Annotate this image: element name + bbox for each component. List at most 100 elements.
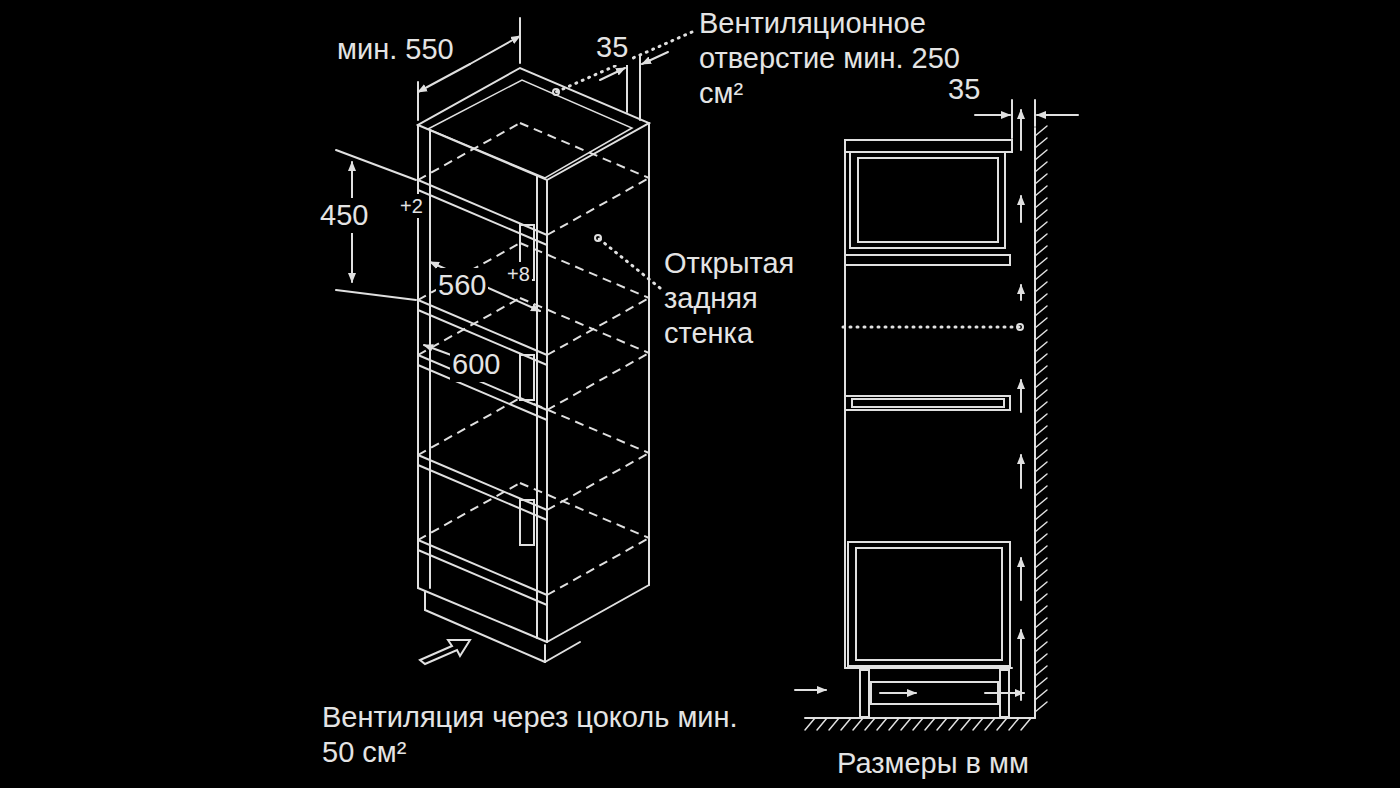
shelf — [845, 255, 1010, 265]
airflow-line — [1020, 662, 1022, 700]
shelf-edge — [418, 465, 547, 520]
wall-hatch — [1035, 630, 1047, 640]
wall-hatch — [1035, 702, 1047, 712]
tolerance-label: +2 — [398, 194, 425, 218]
airflow-arrow — [985, 692, 1024, 694]
wall-hatch — [1035, 126, 1047, 136]
wall-hatch — [1035, 138, 1047, 148]
wall-hatch — [1035, 402, 1047, 412]
floor-hatch — [865, 718, 875, 730]
wall-hatch — [1035, 498, 1047, 508]
plinth-edge — [545, 642, 580, 662]
airflow-arrow — [880, 692, 916, 694]
dimension-line — [600, 68, 625, 80]
leader-end — [595, 235, 601, 241]
floor-hatch — [817, 718, 827, 730]
wall-hatch — [1035, 678, 1047, 688]
hidden-edge — [520, 398, 649, 453]
plinth-edge — [424, 592, 426, 610]
hidden-edge — [547, 538, 649, 595]
wall-hatch — [1035, 174, 1047, 184]
extension-line — [1034, 100, 1036, 126]
airflow-arrow — [1020, 196, 1022, 222]
floor-hatch — [877, 718, 887, 730]
floor-hatch — [937, 718, 947, 730]
extension-line — [519, 18, 521, 63]
wall-hatch — [1035, 642, 1047, 652]
dimension-line — [975, 114, 1010, 116]
airflow-arrow — [1020, 558, 1022, 600]
floor-hatch — [985, 718, 995, 730]
wall-hatch — [1035, 378, 1047, 388]
airflow-arrow — [1020, 285, 1022, 300]
cabinet-edge — [648, 123, 650, 585]
shelf-edge — [418, 190, 547, 245]
wall-hatch — [1035, 450, 1047, 460]
microwave-inner — [858, 158, 998, 242]
cabinet-top-inner — [428, 80, 632, 178]
dimension-label: 600 — [450, 347, 502, 382]
wall-hatch — [1035, 666, 1047, 676]
extension-line — [639, 55, 641, 120]
cabinet-top-panel — [845, 140, 1012, 152]
dimension-line — [418, 64, 470, 92]
floor-hatch — [949, 718, 959, 730]
cabinet-edge — [546, 180, 548, 642]
wall-hatch — [1035, 570, 1047, 580]
dimension-line — [430, 262, 540, 311]
side-panel — [520, 500, 534, 545]
side-panel — [520, 355, 534, 400]
wall-hatch — [1035, 186, 1047, 196]
wall-hatch — [1035, 198, 1047, 208]
callout-label: Открытая задняя стенка — [662, 246, 841, 350]
floor-hatch — [913, 718, 923, 730]
dimension-label: 450 — [318, 198, 370, 233]
leader-end — [553, 89, 559, 95]
hidden-edge — [547, 353, 649, 410]
extension-line — [1011, 100, 1013, 138]
wall-hatch — [1035, 330, 1047, 340]
wall-hatch — [1035, 162, 1047, 172]
dimension-label: 35 — [594, 30, 630, 65]
dimension-label: мин. 550 — [335, 32, 456, 67]
wall-hatch — [1035, 294, 1047, 304]
dimension-line — [642, 52, 668, 64]
hidden-edge — [418, 123, 520, 180]
floor-hatch — [1009, 718, 1019, 730]
airflow-arrow — [1020, 380, 1022, 412]
wall-hatch — [1035, 510, 1047, 520]
wall-hatch — [1035, 270, 1047, 280]
hidden-edge — [520, 483, 649, 538]
oven — [848, 542, 1010, 666]
hidden-edge — [520, 123, 649, 178]
floor-hatch — [841, 718, 851, 730]
wall-hatch — [1035, 318, 1047, 328]
wall-hatch — [1035, 414, 1047, 424]
airflow-arrow — [1020, 455, 1022, 488]
leader-line — [598, 238, 660, 288]
wall-hatch — [1035, 258, 1047, 268]
dimension-label: 35 — [946, 72, 982, 107]
hidden-edge — [520, 298, 649, 353]
extension-line — [336, 150, 416, 180]
cabinet-top — [418, 68, 649, 180]
floor-hatch — [961, 718, 971, 730]
wall-hatch — [1035, 354, 1047, 364]
wall-hatch — [1035, 234, 1047, 244]
oven-inner — [856, 548, 1002, 660]
cabinet-bottom — [845, 667, 1012, 669]
dimension-label: 560 — [436, 268, 488, 303]
floor-hatch — [1021, 718, 1031, 730]
wall-hatch — [1035, 246, 1047, 256]
wall-hatch — [1035, 342, 1047, 352]
wall-hatch — [1035, 210, 1047, 220]
wall-hatch — [1035, 606, 1047, 616]
wall-hatch — [1035, 690, 1047, 700]
dimension-line — [1037, 114, 1078, 116]
plinth-foot — [860, 670, 869, 717]
callout-label: Вентиляция через цоколь мин. 50 см² — [320, 700, 764, 770]
hidden-edge — [520, 243, 649, 298]
airflow-arrow — [1020, 630, 1022, 662]
extension-line — [336, 290, 416, 300]
